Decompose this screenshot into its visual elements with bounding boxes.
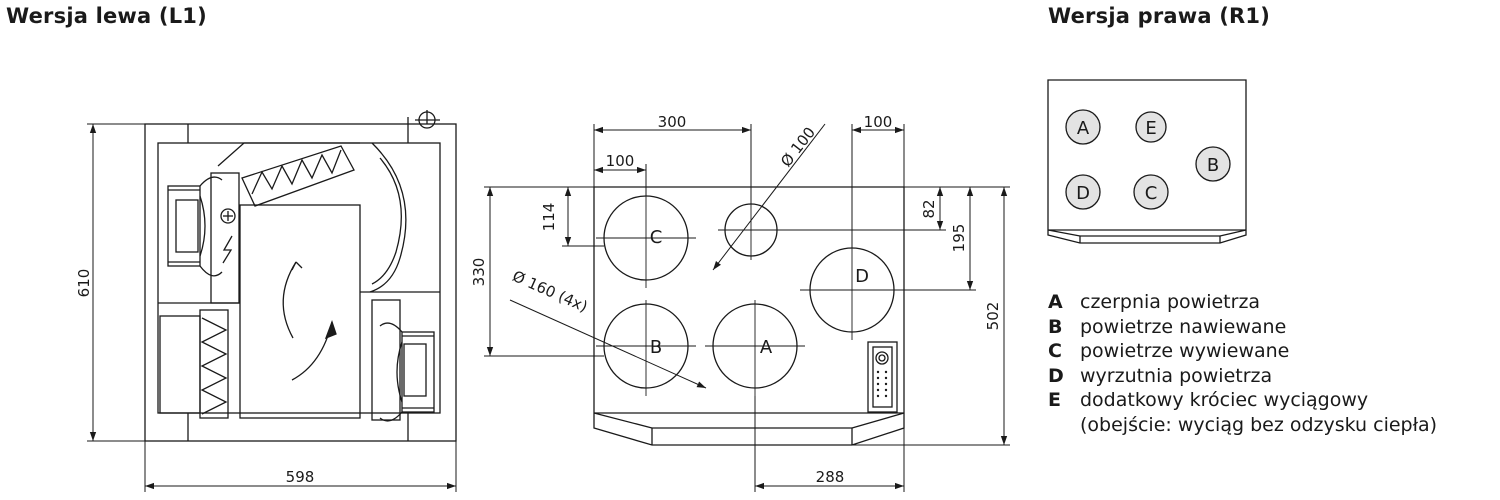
legend-item-a: A czerpnia powietrza (1048, 290, 1437, 315)
right-port-c-label: C (1145, 183, 1158, 204)
right-version-title: Wersja prawa (R1) (1048, 4, 1271, 28)
front-panel-outline (593, 186, 905, 446)
front-port-d-label: D (855, 266, 869, 287)
front-view-dimensions (484, 123, 1010, 492)
right-port-a-label: A (1077, 118, 1090, 139)
right-unit-drawing (1047, 79, 1247, 244)
lower-fan (371, 299, 435, 422)
legend-key: C (1048, 340, 1062, 362)
front-port-b-label: B (650, 337, 662, 358)
heat-exchanger (239, 204, 361, 419)
front-view-centerlines (596, 188, 904, 396)
right-port-c (1133, 174, 1169, 210)
legend-note: (obejście: wyciąg bez odzysku ciepła) (1080, 413, 1438, 436)
legend-item-c: C powietrze wywiewane (1048, 339, 1437, 364)
electrical-connection-icon (220, 208, 236, 224)
right-port-b-label: B (1207, 155, 1219, 176)
control-panel (867, 341, 898, 413)
legend-label: powietrze nawiewane (1080, 315, 1287, 338)
right-port-b (1195, 146, 1231, 182)
legend: A czerpnia powietrza B powietrze nawiewa… (1048, 290, 1437, 437)
right-port-a (1065, 109, 1101, 145)
legend-key: A (1048, 291, 1063, 313)
legend-key: E (1048, 389, 1061, 411)
dimension-195: 195 (950, 224, 968, 253)
front-port-a-label: A (760, 337, 773, 358)
right-unit-ports (1065, 109, 1231, 210)
dimension-330: 330 (470, 258, 488, 287)
dimension-300: 300 (658, 113, 687, 131)
dimension-610: 610 (75, 269, 93, 298)
dimension-502: 502 (984, 302, 1002, 331)
lower-filter (159, 309, 229, 419)
legend-label: czerpnia powietrza (1080, 291, 1261, 313)
left-unit-casing (144, 123, 457, 442)
right-port-e-label: E (1145, 118, 1156, 139)
upper-fan (167, 172, 240, 304)
diameter-160-label: Ø 160 (4x) (510, 267, 591, 316)
dimension-288: 288 (816, 468, 845, 486)
upper-filter (241, 145, 355, 207)
legend-label: dodatkowy króciec wyciągowy (1080, 389, 1369, 411)
left-version-title: Wersja lewa (L1) (6, 4, 207, 28)
dimension-100-left: 100 (606, 152, 635, 170)
bypass-flap (369, 142, 407, 293)
legend-key: D (1048, 364, 1064, 387)
front-view-drawing (593, 186, 905, 446)
right-port-d (1065, 174, 1101, 210)
diameter-100-label: Ø 100 (777, 124, 819, 171)
legend-item-e: E dodatkowy króciec wyciągowy (1048, 388, 1437, 413)
front-port-c-label: C (650, 227, 663, 248)
legend-label: powietrze wywiewane (1080, 340, 1290, 362)
dimension-100-top: 100 (864, 113, 893, 131)
right-panel-outline (1047, 79, 1247, 244)
dimension-114: 114 (540, 203, 558, 232)
left-unit-drawing (144, 110, 457, 442)
right-port-d-label: D (1076, 183, 1090, 204)
lightning-icon (222, 235, 233, 264)
legend-item-d: D wyrzutnia powietrza (1048, 364, 1437, 389)
right-port-e (1135, 111, 1167, 143)
legend-item-b: B powietrze nawiewane (1048, 315, 1437, 340)
dimension-82: 82 (920, 199, 938, 218)
legend-label: wyrzutnia powietrza (1080, 364, 1273, 387)
legend-key: B (1048, 315, 1063, 338)
left-unit-dimensions (87, 123, 457, 492)
dimension-598: 598 (286, 468, 315, 486)
